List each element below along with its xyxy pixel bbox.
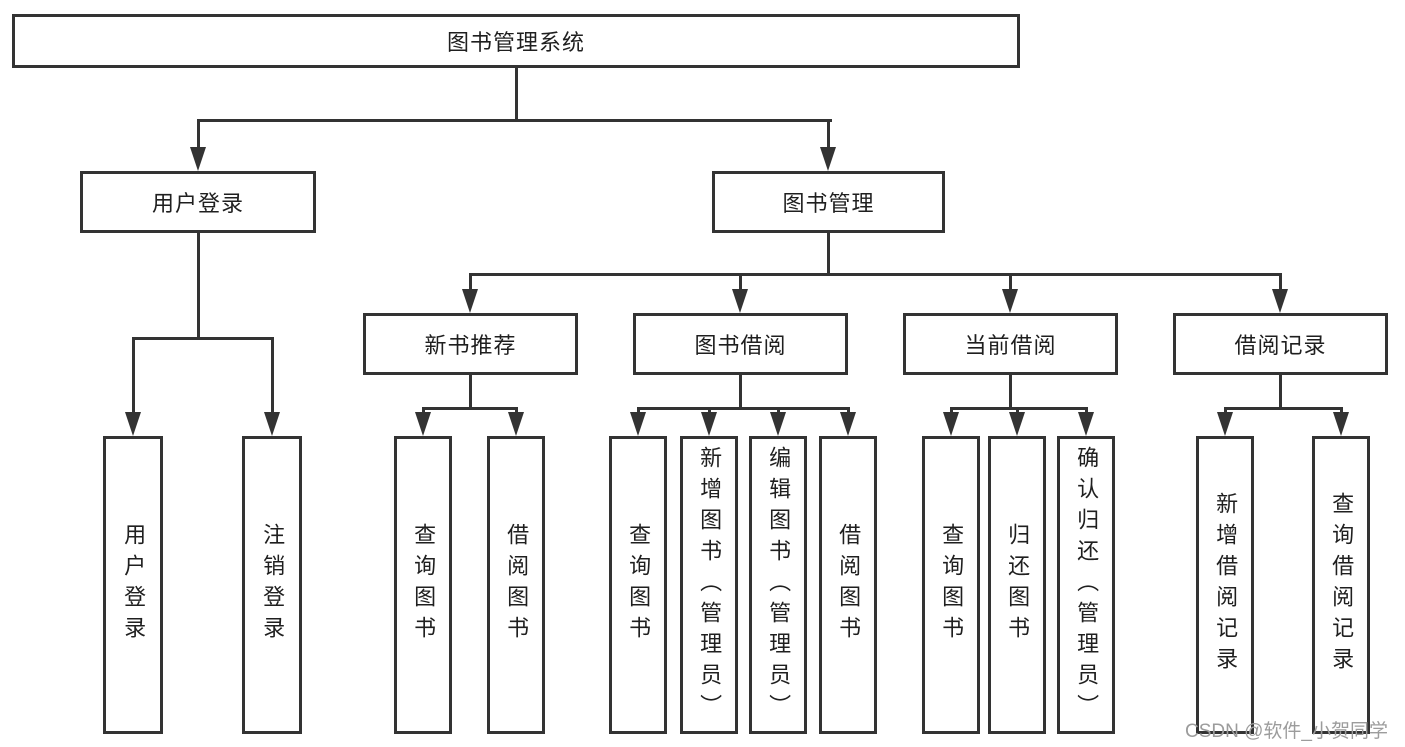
node-new-book-recommend: 新书推荐 — [363, 313, 578, 375]
connector-user-login-stem — [197, 233, 200, 337]
connector-book-borrow-stem — [739, 375, 742, 407]
node-borrow-records: 借阅记录 — [1173, 313, 1388, 375]
connector-to-new-book — [469, 273, 472, 290]
node-leaf-label: 归还图书 — [1005, 523, 1031, 647]
node-root-label: 图书管理系统 — [446, 30, 585, 55]
connector-book-management-stem — [827, 233, 830, 273]
node-leaf-label: 查询借阅记录 — [1329, 492, 1355, 678]
node-current-borrow: 当前借阅 — [903, 313, 1118, 375]
node-leaf-label: 借阅图书 — [836, 523, 862, 647]
connector-to-login-leaf — [132, 337, 135, 413]
connector-current-borrow-branch — [950, 407, 1088, 410]
node-leaf-label: 查询图书 — [626, 523, 652, 647]
connector-new-book-stem — [469, 375, 472, 407]
node-user-login: 用户登录 — [80, 171, 316, 233]
connector-to-user-login — [197, 119, 200, 148]
node-leaf-label: 借阅图书 — [504, 523, 530, 647]
node-leaf-confirm-return-admin: 确认归还（管理员） — [1057, 436, 1115, 734]
node-leaf-query-books-recommend: 查询图书 — [394, 436, 452, 734]
connector-current-borrow-stem — [1009, 375, 1012, 407]
arrowhead-down-icon — [415, 412, 431, 436]
arrowhead-down-icon — [264, 412, 280, 436]
node-leaf-label: 查询图书 — [939, 523, 965, 647]
arrowhead-down-icon — [943, 412, 959, 436]
connector-leaf-stem — [777, 407, 780, 413]
node-book-management: 图书管理 — [712, 171, 945, 233]
connector-to-logout-leaf — [271, 337, 274, 413]
connector-leaf-stem — [422, 407, 425, 413]
node-leaf-user-login: 用户登录 — [103, 436, 163, 734]
connector-leaf-stem — [1085, 407, 1088, 413]
arrowhead-down-icon — [125, 412, 141, 436]
node-leaf-borrow-books-recommend: 借阅图书 — [487, 436, 545, 734]
arrowhead-down-icon — [1217, 412, 1233, 436]
connector-root-branch — [197, 119, 832, 122]
connector-new-book-branch — [422, 407, 518, 410]
arrowhead-down-icon — [770, 412, 786, 436]
node-leaf-label: 新增图书（管理员） — [697, 445, 723, 725]
arrowhead-down-icon — [508, 412, 524, 436]
arrowhead-down-icon — [462, 289, 478, 313]
arrowhead-down-icon — [732, 289, 748, 313]
connector-leaf-stem — [637, 407, 640, 413]
node-leaf-borrow-books: 借阅图书 — [819, 436, 877, 734]
connector-borrow-records-stem — [1279, 375, 1282, 407]
connector-user-login-branch — [132, 337, 274, 340]
connector-leaf-stem — [847, 407, 850, 413]
node-leaf-query-books-borrow: 查询图书 — [609, 436, 667, 734]
node-leaf-label: 确认归还（管理员） — [1074, 445, 1100, 725]
arrowhead-down-icon — [820, 147, 836, 171]
node-user-login-label: 用户登录 — [151, 191, 244, 216]
connector-to-book-management — [827, 119, 830, 148]
node-root: 图书管理系统 — [12, 14, 1020, 68]
arrowhead-down-icon — [1333, 412, 1349, 436]
node-borrow-records-label: 借阅记录 — [1234, 333, 1327, 358]
node-leaf-query-books-current: 查询图书 — [922, 436, 980, 734]
node-leaf-logout: 注销登录 — [242, 436, 302, 734]
connector-to-borrow-records — [1279, 273, 1282, 290]
connector-to-book-borrow — [739, 273, 742, 290]
connector-leaf-stem — [950, 407, 953, 413]
node-leaf-edit-books-admin: 编辑图书（管理员） — [749, 436, 807, 734]
node-leaf-add-borrow-record: 新增借阅记录 — [1196, 436, 1254, 734]
node-book-borrow-label: 图书借阅 — [694, 333, 787, 358]
connector-to-current-borrow — [1009, 273, 1012, 290]
node-leaf-return-books: 归还图书 — [988, 436, 1046, 734]
node-leaf-logout-label: 注销登录 — [260, 523, 286, 647]
arrowhead-down-icon — [1078, 412, 1094, 436]
connector-borrow-records-branch — [1224, 407, 1343, 410]
node-current-borrow-label: 当前借阅 — [964, 333, 1057, 358]
connector-leaf-stem — [1224, 407, 1227, 413]
node-leaf-user-login-label: 用户登录 — [121, 523, 147, 647]
connector-leaf-stem — [1340, 407, 1343, 413]
connector-leaf-stem — [515, 407, 518, 413]
arrowhead-down-icon — [630, 412, 646, 436]
node-book-management-label: 图书管理 — [782, 191, 875, 216]
node-leaf-label: 新增借阅记录 — [1213, 492, 1239, 678]
node-leaf-label: 编辑图书（管理员） — [766, 445, 792, 725]
node-leaf-label: 查询图书 — [411, 523, 437, 647]
connector-root-stem — [515, 68, 518, 119]
connector-book-borrow-branch — [637, 407, 850, 410]
connector-leaf-stem — [708, 407, 711, 413]
arrowhead-down-icon — [840, 412, 856, 436]
node-new-book-recommend-label: 新书推荐 — [424, 333, 517, 358]
node-leaf-add-books-admin: 新增图书（管理员） — [680, 436, 738, 734]
arrowhead-down-icon — [701, 412, 717, 436]
arrowhead-down-icon — [1009, 412, 1025, 436]
arrowhead-down-icon — [1272, 289, 1288, 313]
node-book-borrow: 图书借阅 — [633, 313, 848, 375]
node-leaf-query-borrow-record: 查询借阅记录 — [1312, 436, 1370, 734]
connector-book-management-branch — [469, 273, 1282, 276]
csdn-watermark: CSDN @软件_小贺同学 — [1185, 721, 1388, 742]
connector-leaf-stem — [1016, 407, 1019, 413]
arrowhead-down-icon — [1002, 289, 1018, 313]
arrowhead-down-icon — [190, 147, 206, 171]
